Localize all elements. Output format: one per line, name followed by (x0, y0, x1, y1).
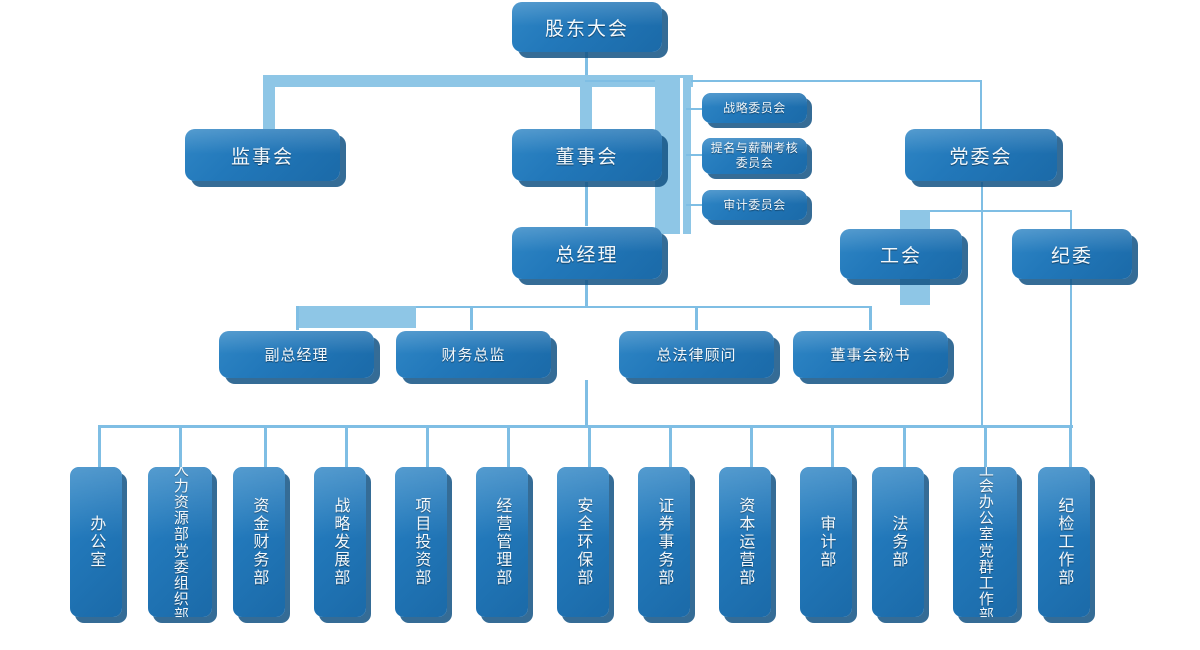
connector-dept-drop-4 (345, 425, 348, 467)
department-label: 人力资源部党委组织部 (171, 467, 190, 618)
node-discipline-committee[interactable]: 纪委 (1012, 229, 1132, 279)
department-label-column: 资本运营部 (736, 497, 756, 587)
department-label-column: 工会办公室 (976, 467, 995, 542)
connector-drop-vicegm (296, 306, 299, 330)
connector-party-to-discipline (900, 210, 1072, 212)
connector-shareholders-stem (585, 50, 588, 82)
department-label-column: 法务部 (889, 515, 909, 569)
department-label-column: 党委组织部 (171, 542, 190, 618)
connector-drop-board (580, 75, 592, 130)
department-label: 办公室 (87, 515, 107, 569)
connector-dept-drop-5 (426, 425, 429, 467)
node-department[interactable]: 战略发展部 (314, 467, 366, 617)
node-department[interactable]: 审计部 (800, 467, 852, 617)
department-label: 资本运营部 (736, 497, 756, 587)
node-audit-committee[interactable]: 审计委员会 (702, 190, 807, 220)
department-label-column: 纪检工作部 (1055, 497, 1075, 587)
department-label: 纪检工作部 (1055, 497, 1075, 587)
department-label-column: 资金财务部 (250, 497, 270, 587)
department-label: 法务部 (889, 515, 909, 569)
department-label-column: 党群工作部 (976, 542, 995, 618)
node-department[interactable]: 证券事务部 (638, 467, 690, 617)
department-label-column: 办公室 (87, 515, 107, 569)
department-label-column: 经营管理部 (493, 497, 513, 587)
node-general-manager[interactable]: 总经理 (512, 227, 662, 279)
connector-committee-stub-1 (686, 108, 702, 110)
node-nomination-remuneration-committee[interactable]: 提名与薪酬考核 委员会 (702, 138, 807, 174)
node-department[interactable]: 项目投资部 (395, 467, 447, 617)
node-department[interactable]: 人力资源部党委组织部 (148, 467, 212, 617)
node-department[interactable]: 办公室 (70, 467, 122, 617)
department-label-column: 证券事务部 (655, 497, 675, 587)
node-department[interactable]: 法务部 (872, 467, 924, 617)
node-department[interactable]: 资金财务部 (233, 467, 285, 617)
department-label: 审计部 (817, 515, 837, 569)
node-cfo[interactable]: 财务总监 (396, 331, 551, 378)
department-label: 资金财务部 (250, 497, 270, 587)
connector-party-down (981, 182, 983, 427)
node-deputy-general-manager[interactable]: 副总经理 (219, 331, 374, 378)
connector-dept-drop-2 (179, 425, 182, 467)
connector-committee-stub-3 (686, 204, 702, 206)
connector-dept-drop-9 (750, 425, 753, 467)
connector-dept-drop-7 (588, 425, 591, 467)
node-board-of-directors[interactable]: 董事会 (512, 129, 662, 181)
connector-drop-supervisory (263, 75, 275, 130)
department-label-column: 审计部 (817, 515, 837, 569)
connector-dept-drop-3 (264, 425, 267, 467)
connector-party-horizontal (585, 80, 982, 82)
node-shareholders-meeting[interactable]: 股东大会 (512, 2, 662, 52)
connector-level4-bus (296, 306, 870, 308)
connector-gm-stem (585, 280, 588, 308)
department-label: 经营管理部 (493, 497, 513, 587)
connector-dept-drop-10 (831, 425, 834, 467)
connector-drop-legal (695, 306, 698, 330)
node-board-secretary[interactable]: 董事会秘书 (793, 331, 948, 378)
node-party-committee[interactable]: 党委会 (905, 129, 1057, 181)
connector-committee-band-gap (680, 78, 683, 234)
department-label-column: 战略发展部 (331, 497, 351, 587)
department-label: 证券事务部 (655, 497, 675, 587)
node-department[interactable]: 安全环保部 (557, 467, 609, 617)
connector-dept-drop-13 (1069, 425, 1072, 467)
connector-gm-to-departments (585, 380, 588, 426)
connector-dept-drop-1 (98, 425, 101, 467)
connector-dept-drop-6 (507, 425, 510, 467)
connector-department-bus (98, 425, 1073, 428)
node-labor-union[interactable]: 工会 (840, 229, 962, 279)
node-department[interactable]: 资本运营部 (719, 467, 771, 617)
connector-level4-band (296, 306, 416, 328)
connector-committee-stub-2 (686, 154, 702, 156)
department-label: 战略发展部 (331, 497, 351, 587)
node-department[interactable]: 工会办公室党群工作部 (953, 467, 1017, 617)
connector-discipline-drop (1070, 210, 1072, 230)
node-supervisory-board[interactable]: 监事会 (185, 129, 340, 181)
node-strategy-committee[interactable]: 战略委员会 (702, 93, 807, 123)
connector-dept-drop-11 (903, 425, 906, 467)
department-label: 项目投资部 (412, 497, 432, 587)
connector-dept-drop-8 (669, 425, 672, 467)
connector-dept-drop-12 (984, 425, 987, 467)
department-label: 安全环保部 (574, 497, 594, 587)
connector-party-drop (980, 80, 982, 132)
department-label-column: 人力资源部 (171, 467, 190, 542)
connector-drop-secretary (869, 306, 872, 330)
connector-drop-cfo (470, 306, 473, 330)
node-department[interactable]: 经营管理部 (476, 467, 528, 617)
department-label: 工会办公室党群工作部 (976, 467, 995, 618)
connector-board-to-gm (585, 182, 588, 226)
department-label-column: 项目投资部 (412, 497, 432, 587)
node-department[interactable]: 纪检工作部 (1038, 467, 1090, 617)
node-general-counsel[interactable]: 总法律顾问 (619, 331, 774, 378)
connector-discipline-down (1070, 277, 1072, 467)
department-label-column: 安全环保部 (574, 497, 594, 587)
